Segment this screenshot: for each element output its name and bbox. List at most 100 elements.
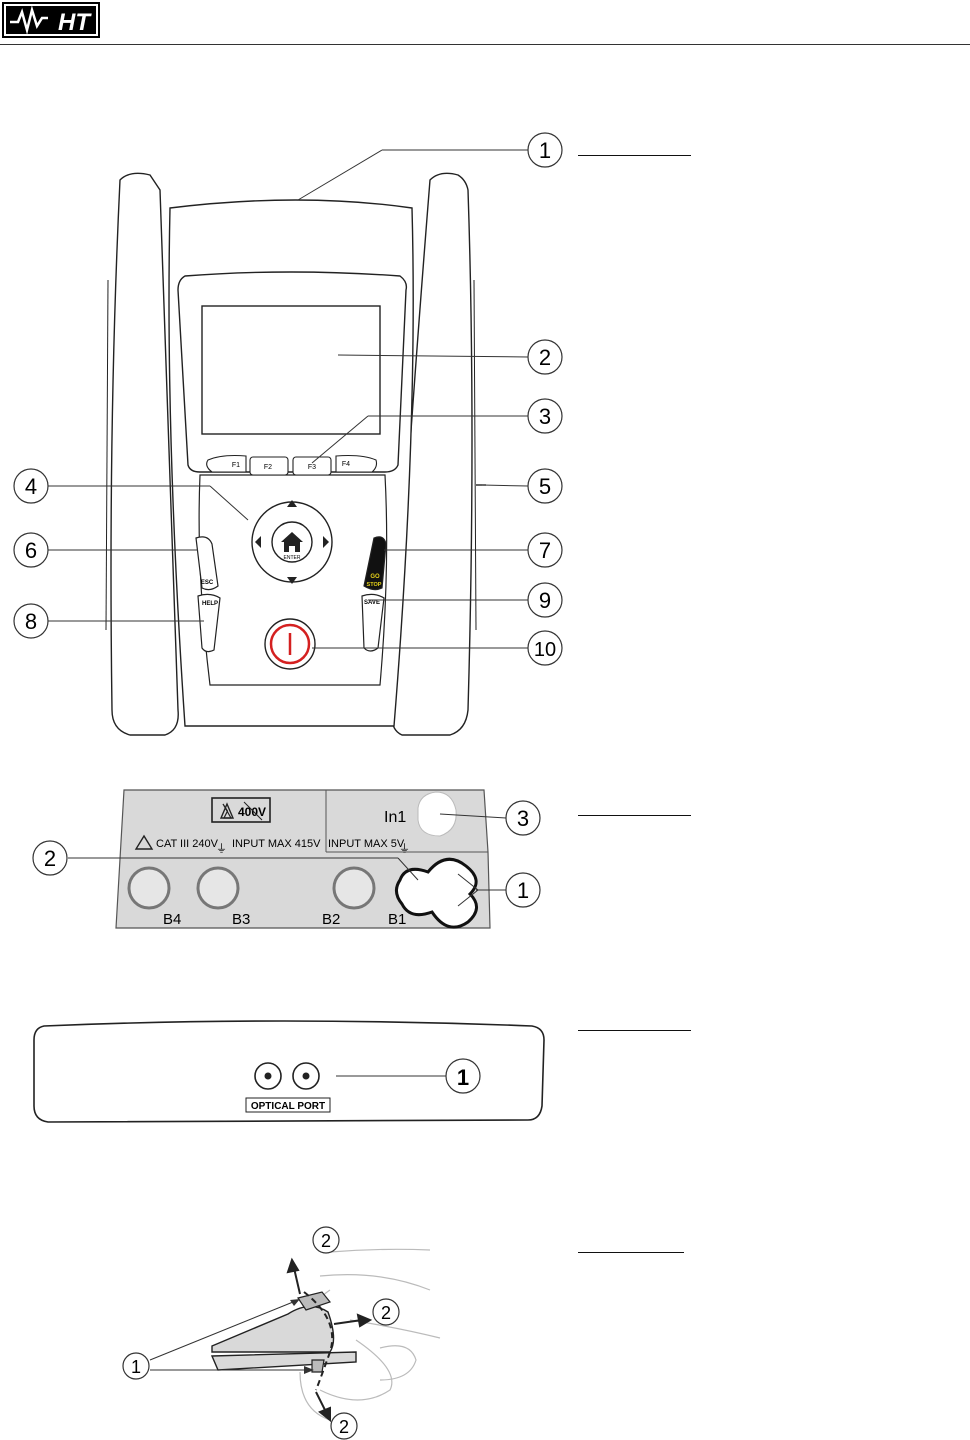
terminal-b2[interactable]	[332, 866, 376, 910]
optical-port-left-dot	[264, 1072, 272, 1080]
optical-port-label: OPTICAL PORT	[251, 1101, 325, 1112]
page-header: HT	[0, 0, 970, 45]
softkey-f3[interactable]	[292, 456, 332, 476]
softkey-f1-label: F1	[232, 462, 240, 469]
optical-port-right-dot	[302, 1072, 310, 1080]
svg-text:1: 1	[539, 138, 551, 163]
clip-callout-1: 1	[122, 1352, 150, 1380]
terminal-b4-label: B4	[163, 911, 181, 928]
svg-text:7: 7	[539, 538, 551, 563]
save-label: SAVE	[364, 600, 380, 606]
svg-text:6: 6	[25, 538, 37, 563]
callout-8: 8	[13, 603, 49, 639]
callout-5: 5	[527, 468, 563, 504]
arrow-down-icon[interactable]	[287, 577, 297, 584]
svg-text:5: 5	[539, 474, 551, 499]
softkey-f2[interactable]	[249, 456, 289, 476]
terminal-b2-label: B2	[322, 911, 340, 928]
terminal-b3[interactable]	[196, 866, 240, 910]
warning-voltage: 400V	[238, 805, 266, 819]
clip-jaw-upper	[211, 1305, 335, 1353]
section-rule-3	[578, 1030, 691, 1031]
svg-text:2: 2	[539, 345, 551, 370]
callout-1: 1	[527, 132, 563, 168]
clip-callout-2-bottom: 2	[330, 1412, 358, 1440]
go-stop-button[interactable]	[363, 536, 387, 591]
header-rule	[0, 44, 970, 45]
terminal-b4[interactable]	[127, 866, 171, 910]
terminal-b1-socket[interactable]	[395, 857, 478, 929]
arrow-right-icon[interactable]	[323, 536, 329, 548]
arrow-left-icon[interactable]	[255, 536, 261, 548]
front-panel-figure: F1 F2 F3 F4 ENTER ESC HELP GO STOP SAVE	[13, 132, 563, 736]
warning-strike	[243, 801, 263, 821]
callout-7: 7	[527, 532, 563, 568]
svg-text:2: 2	[339, 1417, 349, 1437]
side-rail-right	[473, 279, 477, 631]
esc-button[interactable]	[195, 536, 219, 591]
softkey-f2-label: F2	[264, 464, 272, 471]
cat-label: CAT III 240V	[156, 838, 219, 850]
softkey-f4[interactable]	[335, 454, 378, 473]
esc-label: ESC	[201, 580, 214, 586]
logo-text: HT	[58, 9, 92, 36]
display-screen	[201, 305, 381, 435]
callout-3: 3	[527, 398, 563, 434]
softkey-f4-label: F4	[342, 461, 350, 468]
callout-2: 2	[527, 339, 563, 375]
svg-text:9: 9	[539, 588, 551, 613]
section-rule-2	[578, 815, 691, 816]
front-leader-lines	[48, 149, 529, 649]
optical-port-label-box	[245, 1097, 331, 1113]
help-label: HELP	[202, 601, 218, 607]
clip-callout-2-right: 2	[372, 1298, 400, 1326]
help-button[interactable]	[197, 593, 221, 653]
inputs-leader-lines	[68, 813, 507, 907]
ground-symbol-2: ⏚	[399, 842, 410, 855]
release-path	[303, 1291, 334, 1391]
callout-9: 9	[527, 582, 563, 618]
section-rule-4	[578, 1252, 684, 1253]
svg-text:1: 1	[131, 1357, 141, 1377]
leader-arrow-2	[304, 1366, 314, 1374]
arrow-up-icon[interactable]	[287, 500, 297, 507]
callout-6: 6	[13, 532, 49, 568]
svg-text:2: 2	[44, 846, 56, 871]
release-arrows	[286, 1257, 373, 1423]
terminal-b3-label: B3	[232, 911, 250, 928]
svg-text:1: 1	[457, 1065, 469, 1090]
inputs-callout-1: 1	[505, 872, 541, 908]
svg-text:1: 1	[517, 878, 529, 903]
section-rule-1	[578, 155, 691, 156]
go-label: GO	[370, 574, 380, 580]
optical-port-figure: OPTICAL PORT 1	[33, 1020, 545, 1123]
left-bumper	[110, 172, 179, 736]
cat-warning-icon	[134, 834, 154, 850]
softkey-f1[interactable]	[206, 454, 247, 473]
device-top-view	[33, 1020, 545, 1123]
waveform-icon	[10, 5, 48, 35]
terminal-b1-label: B1	[388, 911, 406, 928]
clip-leader-lines	[149, 1299, 312, 1371]
navigation-pad[interactable]: ENTER	[251, 500, 333, 584]
ground-symbol-1: ⏚	[216, 842, 227, 855]
clip-jaw-lower	[210, 1351, 357, 1371]
softkey-row: F1 F2 F3 F4	[206, 454, 378, 476]
brand-logo: HT	[2, 2, 100, 38]
aux-input-label: In1	[384, 809, 406, 826]
clip-figure: 1 2 2 2	[122, 1226, 441, 1440]
optical-callout-1: 1	[445, 1058, 481, 1094]
input-max-aux: INPUT MAX 5V	[328, 838, 405, 850]
callout-4: 4	[13, 468, 49, 504]
svg-text:3: 3	[517, 806, 529, 831]
input-max-main: INPUT MAX 415V	[232, 838, 321, 850]
inputs-callout-2: 2	[32, 840, 68, 876]
softkey-f3-label: F3	[308, 464, 316, 471]
svg-text:2: 2	[381, 1303, 391, 1323]
enter-label: ENTER	[284, 555, 301, 561]
svg-text:8: 8	[25, 609, 37, 634]
svg-text:10: 10	[534, 639, 556, 661]
clip-callout-2-top: 2	[312, 1226, 340, 1254]
aux-input-socket[interactable]	[417, 791, 457, 837]
svg-text:4: 4	[25, 474, 37, 499]
